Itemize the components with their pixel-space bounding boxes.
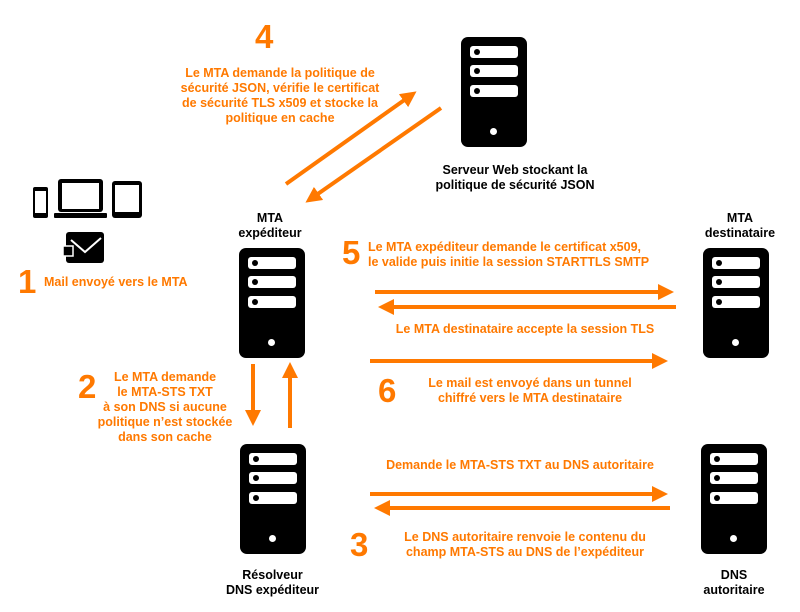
step-2-line: dans son cache <box>118 430 212 444</box>
send-mail-icon <box>63 232 104 263</box>
arrow-mta-to-webserver <box>284 91 417 186</box>
smartphone-icon <box>33 187 48 218</box>
mta-recipient-label-line: MTA <box>726 211 754 225</box>
step-4-number: 4 <box>255 18 274 55</box>
step-1-number: 1 <box>18 263 37 300</box>
step-2-description: Le MTA demande le MTA-STS TXT à son DNS … <box>90 370 240 445</box>
client-devices <box>33 179 142 218</box>
step-2-number: 2 <box>78 368 97 405</box>
step-6-description: Le mail est envoyé dans un tunnel chiffr… <box>405 376 655 406</box>
mta-sender-label: MTA expéditeur <box>220 211 320 241</box>
step-5-line: Le MTA expéditeur demande le certificat … <box>368 240 642 254</box>
dns-authoritative-label: DNS autoritaire <box>684 568 784 598</box>
tablet-icon <box>112 181 142 218</box>
step-6-number: 6 <box>378 372 397 409</box>
step-3-description: Le DNS autoritaire renvoie le contenu du… <box>385 530 665 560</box>
step-3-line: champ MTA-STS au DNS de l’expéditeur <box>405 545 644 559</box>
step-4-line: politique en cache <box>225 111 335 125</box>
step-3-request: Demande le MTA-STS TXT au DNS autoritair… <box>386 458 654 472</box>
step-4-description: Le MTA demande la politique de sécurité … <box>150 66 410 126</box>
mta-sender-label-line: expéditeur <box>238 226 302 240</box>
web-server-label-line: Serveur Web stockant la <box>442 163 588 177</box>
web-server-label: Serveur Web stockant la politique de séc… <box>405 163 625 193</box>
dns-authoritative-label-line: autoritaire <box>703 583 765 597</box>
mta-recipient-server-icon <box>703 248 769 358</box>
step-5-description: Le MTA expéditeur demande le certificat … <box>368 240 649 270</box>
dns-authoritative-server-icon <box>701 444 767 554</box>
step-5-number: 5 <box>342 234 361 271</box>
step-2-line: à son DNS si aucune <box>103 400 227 414</box>
step-4-line: Le MTA demande la politique de <box>185 66 375 80</box>
step-5-response: Le MTA destinataire accepte la session T… <box>395 322 655 336</box>
dns-resolver-label-line: Résolveur <box>242 568 303 582</box>
step-2-line: le MTA-STS TXT <box>117 385 213 399</box>
web-server-label-line: politique de sécurité JSON <box>435 178 595 192</box>
laptop-icon <box>54 179 107 218</box>
mta-sender-label-line: MTA <box>256 211 284 225</box>
step-5-line: le valide puis initie la session STARTTL… <box>368 255 650 269</box>
step-1-description: Mail envoyé vers le MTA <box>44 275 188 289</box>
dns-resolver-label: Résolveur DNS expéditeur <box>210 568 335 598</box>
web-server-icon <box>461 37 527 147</box>
step-3-number: 3 <box>350 526 369 563</box>
mta-sender-server-icon <box>239 248 305 358</box>
step-6-line: Le mail est envoyé dans un tunnel <box>428 376 632 390</box>
step-2-line: Le MTA demande <box>113 370 217 384</box>
dns-resolver-server-icon <box>240 444 306 554</box>
arrow-webserver-to-mta <box>305 106 443 203</box>
step-4-line: de sécurité TLS x509 et stocke la <box>182 96 378 110</box>
dns-resolver-label-line: DNS expéditeur <box>225 583 320 597</box>
step-2-line: politique n’est stockée <box>97 415 233 429</box>
step-4-line: sécurité JSON, vérifie le certificat <box>180 81 380 95</box>
dns-authoritative-label-line: DNS <box>720 568 748 582</box>
mta-recipient-label-line: destinataire <box>704 226 776 240</box>
step-3-line: Le DNS autoritaire renvoie le contenu du <box>404 530 646 544</box>
step-6-line: chiffré vers le MTA destinataire <box>437 391 623 405</box>
mta-recipient-label: MTA destinataire <box>685 211 795 241</box>
